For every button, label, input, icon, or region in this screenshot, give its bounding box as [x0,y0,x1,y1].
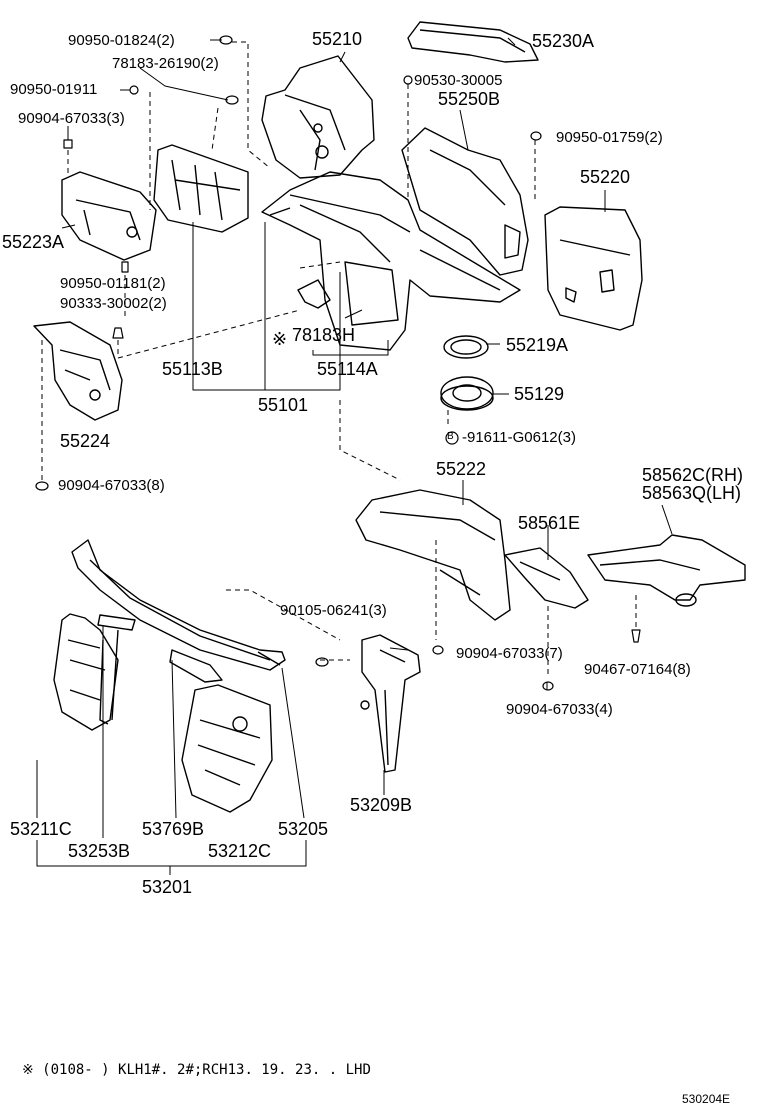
label-55220: 55220 [580,167,631,187]
label-55219A: 55219A [506,335,569,355]
part-53209B [360,634,421,773]
label-53209B: 53209B [350,795,413,815]
fasteners [35,35,641,691]
leader-lines [36,37,673,875]
label-90904-67033-4: 90904-67033(4) [506,701,613,718]
label-53253B: 53253B [68,841,131,861]
label-90950-01181: 90950-01181(2) [60,275,166,292]
label-55230A: 55230A [532,31,595,51]
part-55210 [261,55,375,179]
label-55129: 55129 [514,384,565,404]
part-55101 [261,171,521,351]
label-55223A: 55223A [2,232,65,252]
label-90950-01759: 90950-01759(2) [556,129,663,146]
label-90904-67033-3: 90904-67033(3) [18,110,125,127]
diagram-code: 530204E [682,1092,731,1106]
label-90950-01911: 90950-01911 [10,81,98,98]
part-53212C [169,649,273,813]
part-55224 [33,321,123,421]
label-90904-67033-7: 90904-67033(7) [456,645,563,662]
label-55222: 55222 [436,459,487,479]
part-55222 [355,489,511,621]
label-53205: 53205 [278,819,329,839]
label-78183-26190: 78183-26190(2) [112,55,219,72]
label-58563Q: 58563Q(LH) [642,483,742,503]
part-53211C [53,613,119,731]
part-55129 [440,376,494,411]
label-78183H: 78183H [292,325,356,345]
b-mark: B [447,431,454,442]
label-58561E: 58561E [518,513,581,533]
label-58562C: 58562C(RH) [642,465,744,485]
label-53769B: 53769B [142,819,205,839]
label-91611-G0612: -91611-G0612(3) [462,429,576,446]
label-90333-30002: 90333-30002(2) [60,295,167,312]
label-90467-07164: 90467-07164(8) [584,661,691,678]
footnote: ※ (0108- ) KLH1#. 2#;RCH13. 19. 23. . LH… [22,1062,371,1078]
label-55101: 55101 [258,395,309,415]
part-53205 [71,539,286,671]
part-58562C [587,534,746,607]
label-55210: 55210 [312,29,363,49]
part-55220 [544,206,643,331]
label-55114A: 55114A [317,359,378,379]
label-53201: 53201 [142,877,193,897]
label-90530-30005: 90530-30005 [414,72,503,89]
part-55113B [153,144,249,233]
part-78183H [297,279,331,309]
reference-mark: ※ [272,329,288,349]
part-55219A [443,335,489,359]
part-55230A [407,21,539,63]
label-55224: 55224 [60,431,111,451]
label-90904-67033-8: 90904-67033(8) [58,477,165,494]
label-55250B: 55250B [438,89,501,109]
label-55113B: 55113B [162,359,223,379]
part-55250B [401,127,529,276]
dashed-guides [41,41,637,678]
part-58561E [504,547,589,609]
label-90105-06241: 90105-06241(3) [280,602,387,619]
label-53211C: 53211C [10,819,72,839]
part-55223A [61,171,157,261]
label-53212C: 53212C [208,841,272,861]
label-90950-01824: 90950-01824(2) [68,32,175,49]
